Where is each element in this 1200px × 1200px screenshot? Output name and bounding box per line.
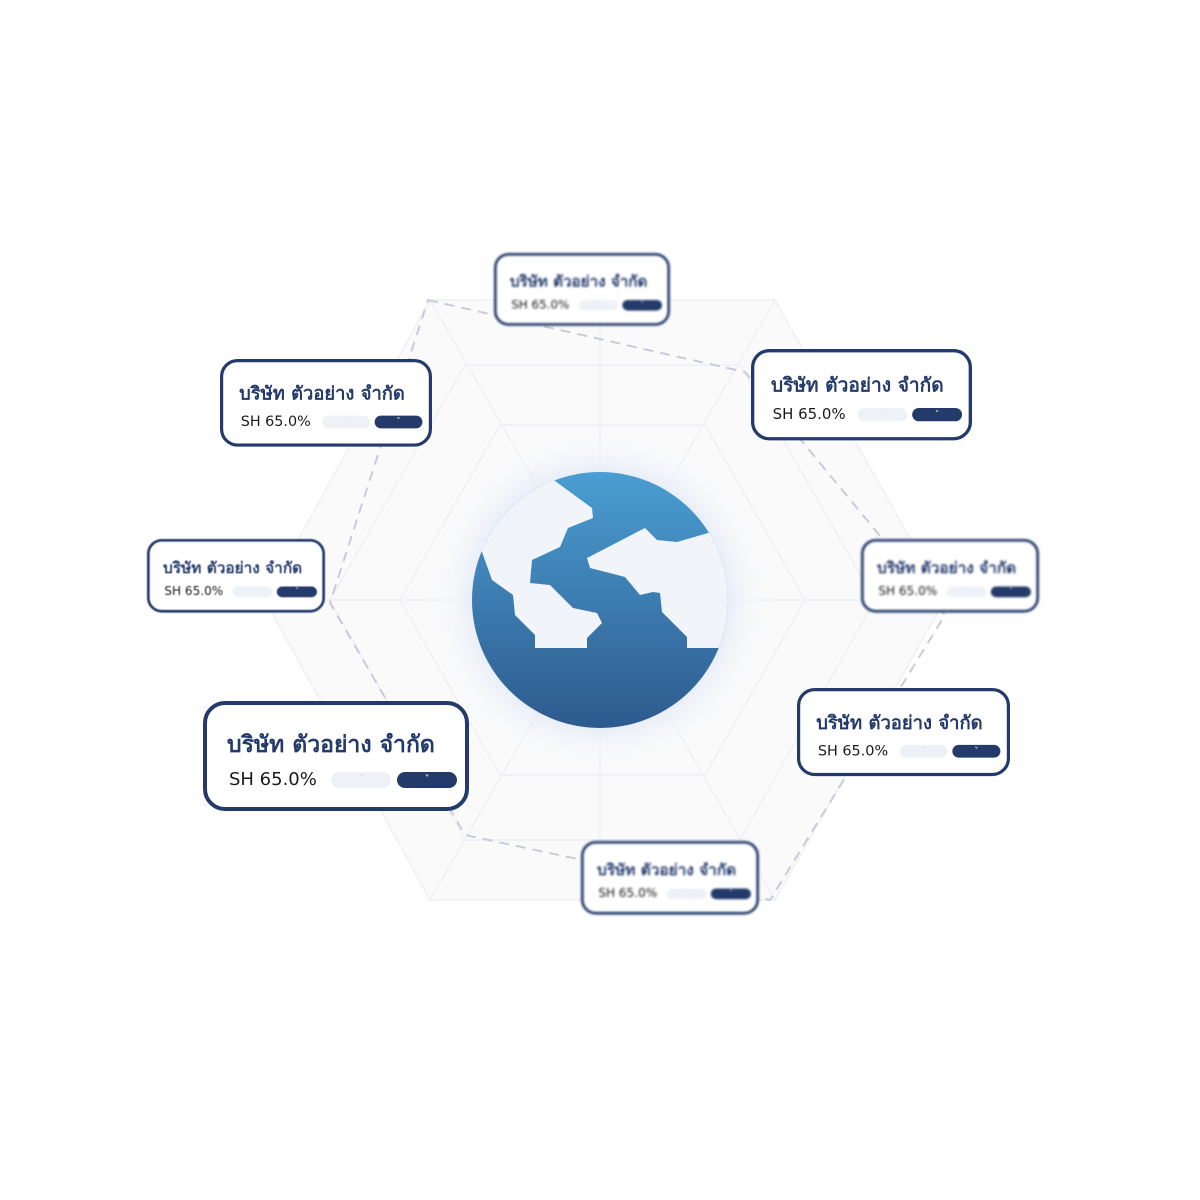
- chevron-up-icon: ˄: [880, 409, 885, 419]
- company-name: บริษัท ตัวอย่าง จำกัด: [163, 559, 303, 578]
- chevron-up-icon: ˄: [685, 889, 689, 898]
- company-name: บริษัท ตัวอย่าง จำกัด: [770, 374, 944, 397]
- chevron-down-button[interactable]: ˅: [912, 407, 963, 422]
- share-percentage: SH 65.0%: [511, 297, 570, 312]
- chevron-up-icon: ˄: [965, 587, 969, 596]
- chevron-down-icon: ˅: [974, 746, 979, 756]
- chevron-up-button[interactable]: ˄: [857, 407, 908, 422]
- company-card-upper-left: บริษัท ตัวอย่าง จำกัด SH 65.0% ˄ ˅: [220, 359, 432, 447]
- share-percentage: SH 65.0%: [772, 405, 846, 423]
- chevron-down-button[interactable]: ˅: [397, 772, 457, 788]
- share-percentage: SH 65.0%: [878, 584, 938, 599]
- share-percentage: SH 65.0%: [598, 886, 658, 901]
- company-card: บริษัท ตัวอย่าง จำกัด SH 65.0% ˄ ˅: [203, 701, 469, 811]
- company-card: บริษัท ตัวอย่าง จำกัด SH 65.0% ˄ ˅: [581, 841, 759, 915]
- company-card-right: บริษัท ตัวอย่าง จำกัด SH 65.0% ˄ ˅: [861, 539, 1039, 613]
- company-card: บริษัท ตัวอย่าง จำกัด SH 65.0% ˄ ˅: [751, 349, 972, 441]
- company-card: บริษัท ตัวอย่าง จำกัด SH 65.0% ˄ ˅: [220, 359, 432, 447]
- company-card-top: บริษัท ตัวอย่าง จำกัด SH 65.0% ˄ ˅: [494, 253, 670, 326]
- company-card: บริษัท ตัวอย่าง จำกัด SH 65.0% ˄ ˅: [797, 688, 1010, 777]
- chevron-up-button[interactable]: ˄: [232, 586, 273, 598]
- company-name: บริษัท ตัวอย่าง จำกัด: [877, 559, 1017, 578]
- company-card: บริษัท ตัวอย่าง จำกัด SH 65.0% ˄ ˅: [147, 539, 325, 613]
- chevron-down-button[interactable]: ˅: [710, 888, 751, 900]
- share-percentage: SH 65.0%: [164, 584, 224, 599]
- chevron-down-icon: ˅: [1009, 587, 1013, 596]
- company-name: บริษัท ตัวอย่าง จำกัด: [509, 273, 648, 291]
- chevron-down-button[interactable]: ˅: [622, 299, 663, 311]
- company-card-left: บริษัท ตัวอย่าง จำกัด SH 65.0% ˄ ˅: [147, 539, 325, 613]
- company-name: บริษัท ตัวอย่าง จำกัด: [239, 383, 405, 405]
- chevron-down-icon: ˅: [729, 889, 733, 898]
- dashed-hexagon: [328, 298, 947, 902]
- chevron-down-icon: ˅: [295, 587, 299, 596]
- share-percentage: SH 65.0%: [240, 413, 311, 430]
- chevron-up-icon: ˄: [596, 301, 601, 309]
- chevron-up-icon: ˄: [921, 746, 926, 756]
- chevron-up-button[interactable]: ˄: [899, 744, 948, 758]
- chevron-down-icon: ˅: [424, 774, 430, 785]
- chevron-down-button[interactable]: ˅: [374, 415, 423, 429]
- company-card-upper-right: บริษัท ตัวอย่าง จำกัด SH 65.0% ˄ ˅: [751, 349, 972, 441]
- chevron-up-button[interactable]: ˄: [666, 888, 707, 900]
- chevron-up-icon: ˄: [358, 774, 364, 785]
- company-name: บริษัท ตัวอย่าง จำกัด: [227, 732, 435, 758]
- chevron-up-button[interactable]: ˄: [578, 299, 619, 311]
- chevron-up-button[interactable]: ˄: [331, 772, 391, 788]
- company-card: บริษัท ตัวอย่าง จำกัด SH 65.0% ˄ ˅: [861, 539, 1039, 613]
- company-name: บริษัท ตัวอย่าง จำกัด: [597, 861, 737, 880]
- chevron-down-icon: ˅: [396, 417, 401, 426]
- company-card-bottom: บริษัท ตัวอย่าง จำกัด SH 65.0% ˄ ˅: [581, 841, 759, 915]
- chevron-down-button[interactable]: ˅: [990, 586, 1031, 598]
- share-percentage: SH 65.0%: [817, 742, 889, 760]
- chevron-down-button[interactable]: ˅: [276, 586, 317, 598]
- share-percentage: SH 65.0%: [229, 769, 317, 790]
- chevron-down-icon: ˅: [640, 301, 644, 309]
- chevron-up-button[interactable]: ˄: [946, 586, 987, 598]
- company-card-lower-right: บริษัท ตัวอย่าง จำกัด SH 65.0% ˄ ˅: [797, 688, 1010, 777]
- chevron-up-icon: ˄: [343, 417, 348, 426]
- chevron-up-button[interactable]: ˄: [322, 415, 370, 429]
- company-card: บริษัท ตัวอย่าง จำกัด SH 65.0% ˄ ˅: [494, 253, 670, 326]
- company-name: บริษัท ตัวอย่าง จำกัด: [816, 712, 983, 734]
- chevron-down-button[interactable]: ˅: [952, 744, 1001, 758]
- company-card-lower-left: บริษัท ตัวอย่าง จำกัด SH 65.0% ˄ ˅: [203, 701, 469, 811]
- chevron-up-icon: ˄: [251, 587, 255, 596]
- chevron-down-icon: ˅: [935, 409, 940, 419]
